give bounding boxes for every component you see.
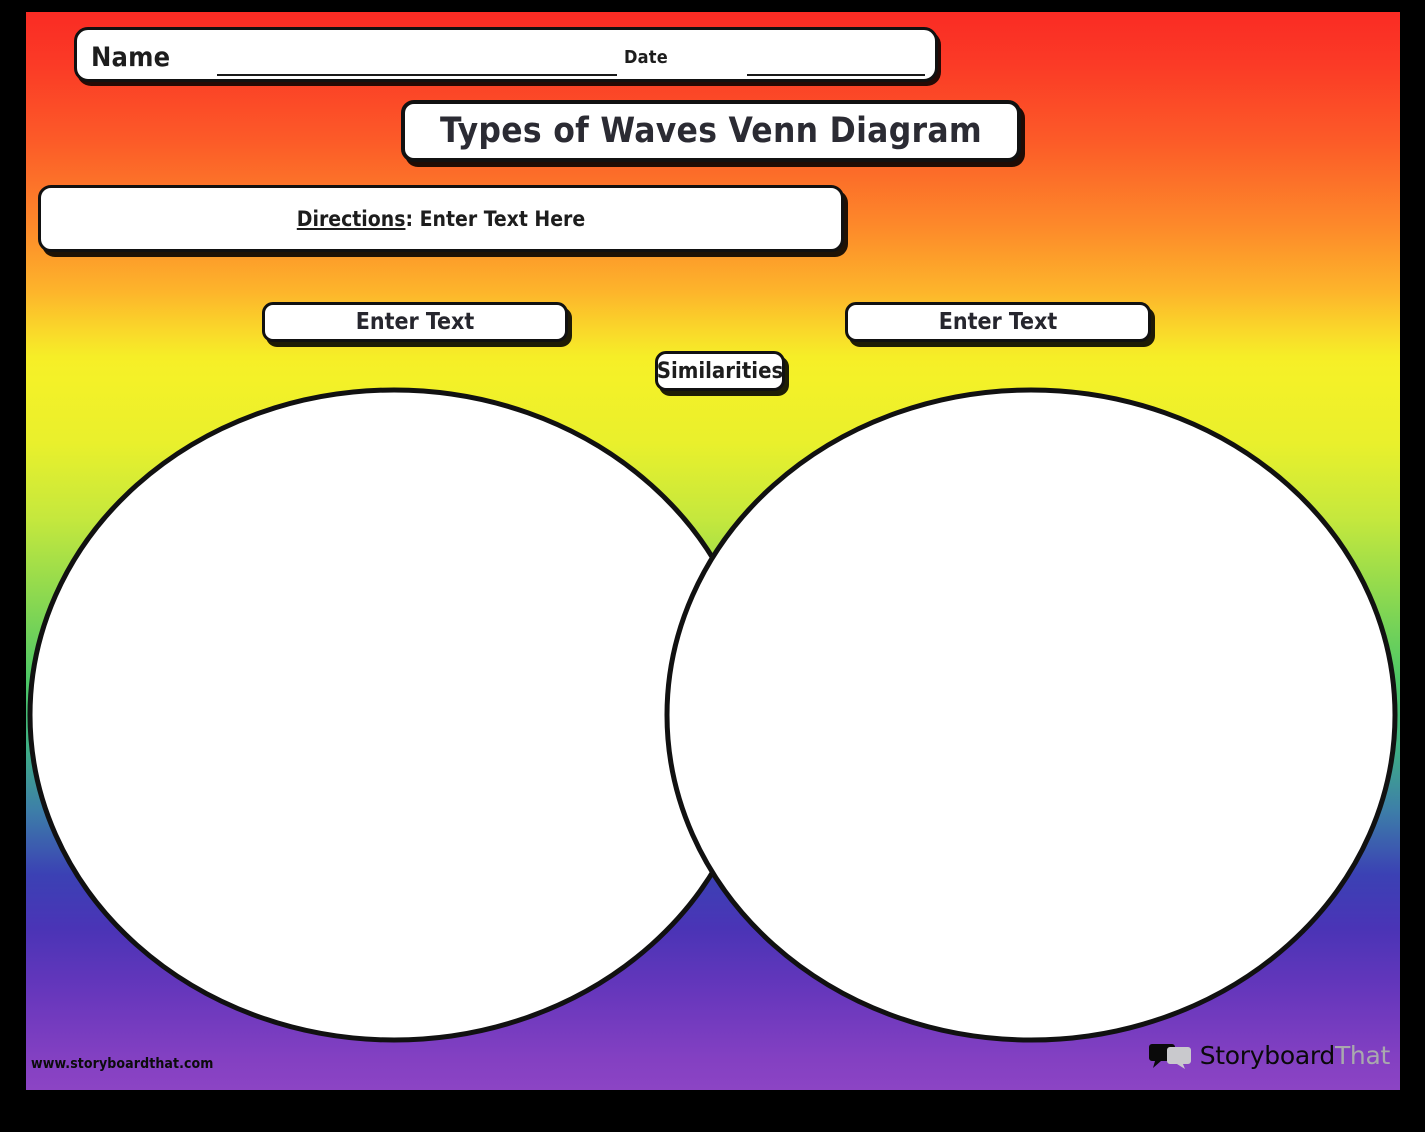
logo-word-primary: Storyboard bbox=[1199, 1041, 1336, 1070]
name-input-rule[interactable] bbox=[217, 74, 617, 76]
date-input-rule[interactable] bbox=[747, 74, 925, 76]
name-label: Name bbox=[91, 42, 171, 73]
left-set-label-text: Enter Text bbox=[355, 309, 475, 335]
logo-wordmark: StoryboardThat bbox=[1199, 1041, 1391, 1070]
date-label: Date bbox=[624, 47, 668, 68]
right-set-label-plate[interactable]: Enter Text bbox=[845, 302, 1151, 342]
directions-plate[interactable]: Directions: Enter Text Here bbox=[38, 185, 844, 252]
directions-label: Directions bbox=[296, 206, 406, 231]
speech-bubbles-icon bbox=[1148, 1042, 1191, 1069]
worksheet-canvas: Name Date Types of Waves Venn Diagram Di… bbox=[26, 12, 1400, 1090]
directions-text: Directions: Enter Text Here bbox=[297, 207, 585, 231]
similarities-label-text: Similarities bbox=[656, 358, 784, 384]
venn-diagram bbox=[27, 387, 1398, 1043]
name-date-bar: Name Date bbox=[74, 27, 938, 82]
left-set-label-plate[interactable]: Enter Text bbox=[262, 302, 568, 342]
page-title: Types of Waves Venn Diagram bbox=[439, 111, 983, 151]
storyboardthat-logo[interactable]: StoryboardThat bbox=[1148, 1041, 1391, 1070]
title-plate[interactable]: Types of Waves Venn Diagram bbox=[401, 100, 1021, 162]
directions-separator: : bbox=[405, 206, 420, 231]
logo-word-secondary: That bbox=[1334, 1041, 1390, 1070]
venn-circle-right[interactable] bbox=[664, 387, 1398, 1043]
site-url[interactable]: www.storyboardthat.com bbox=[31, 1056, 214, 1072]
similarities-label-plate[interactable]: Similarities bbox=[655, 351, 785, 391]
directions-value[interactable]: Enter Text Here bbox=[419, 206, 586, 231]
right-set-label-text: Enter Text bbox=[938, 309, 1058, 335]
venn-circle-left[interactable] bbox=[27, 387, 761, 1043]
